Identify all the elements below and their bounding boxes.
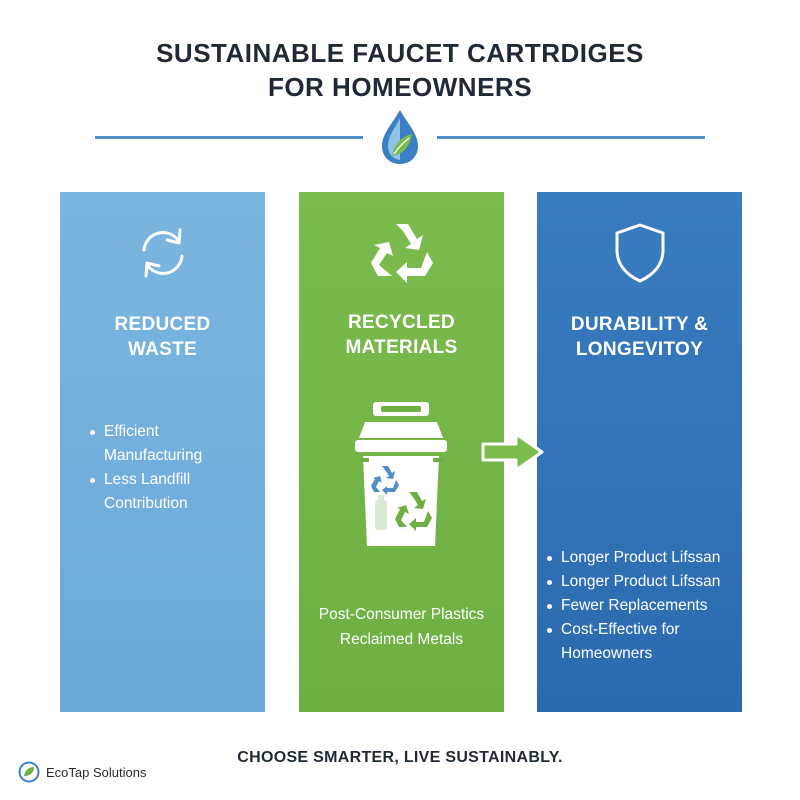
heading-line-2: WASTE: [127, 339, 198, 360]
material-item: Reclaimed Metals: [339, 631, 464, 648]
title-line-1: SUSTAINABLE FAUCET CARTRDIGES: [156, 38, 644, 68]
panel-reduced-waste: REDUCED WASTE Efficient Manufacturing Le…: [60, 192, 265, 712]
list-item: Cost-Effective for Homeowners: [545, 618, 740, 666]
panel-heading: REDUCED WASTE: [60, 312, 265, 362]
heading-line-2: MATERIALS: [345, 337, 458, 358]
water-drop-leaf-icon: [382, 110, 418, 164]
recycle-icon: [299, 218, 504, 284]
heading-line-1: DURABILITY &: [570, 314, 709, 335]
panel-durability-longevity: DURABILITY & LONGEVITOY Longer Product L…: [537, 192, 742, 712]
title-line-2: FOR HOMEOWNERS: [267, 72, 533, 102]
panel-heading: RECYCLED MATERIALS: [299, 310, 504, 360]
list-item: Efficient Manufacturing: [88, 420, 258, 468]
list-item: Fewer Replacements: [545, 594, 740, 618]
divider-right: [437, 136, 705, 139]
arrow-right-icon: [481, 432, 544, 472]
list-item: Less Landfill Contribution: [88, 468, 258, 516]
divider-left: [95, 136, 363, 139]
brand: EcoTap Solutions: [18, 761, 146, 783]
tagline: CHOOSE SMARTER, LIVE SUSTAINABLY.: [237, 749, 563, 766]
materials-list: Post-Consumer Plastics Reclaimed Metals: [299, 602, 504, 652]
heading-line-1: RECYCLED: [348, 312, 455, 333]
page-title: SUSTAINABLE FAUCET CARTRDIGES FOR HOMEOW…: [0, 36, 800, 104]
leaf-circle-logo: [18, 761, 40, 783]
heading-line-1: REDUCED: [114, 314, 211, 335]
recycling-bin-icon: [355, 402, 447, 546]
refresh-cycle-icon: [60, 222, 265, 284]
heading-line-2: LONGEVITOY: [575, 339, 704, 360]
bullet-list: Efficient Manufacturing Less Landfill Co…: [88, 420, 258, 516]
list-item: Longer Product Lifssan: [545, 570, 740, 594]
bullet-list: Longer Product Lifssan Longer Product Li…: [545, 546, 740, 666]
material-item: Post-Consumer Plastics: [318, 606, 485, 623]
panel-recycled-materials: RECYCLED MATERIALS Post-Consumer Plastic…: [299, 192, 504, 712]
shield-icon: [537, 222, 742, 284]
brand-name: EcoTap Solutions: [46, 764, 147, 780]
list-item: Longer Product Lifssan: [545, 546, 740, 570]
panel-heading: DURABILITY & LONGEVITOY: [537, 312, 742, 362]
